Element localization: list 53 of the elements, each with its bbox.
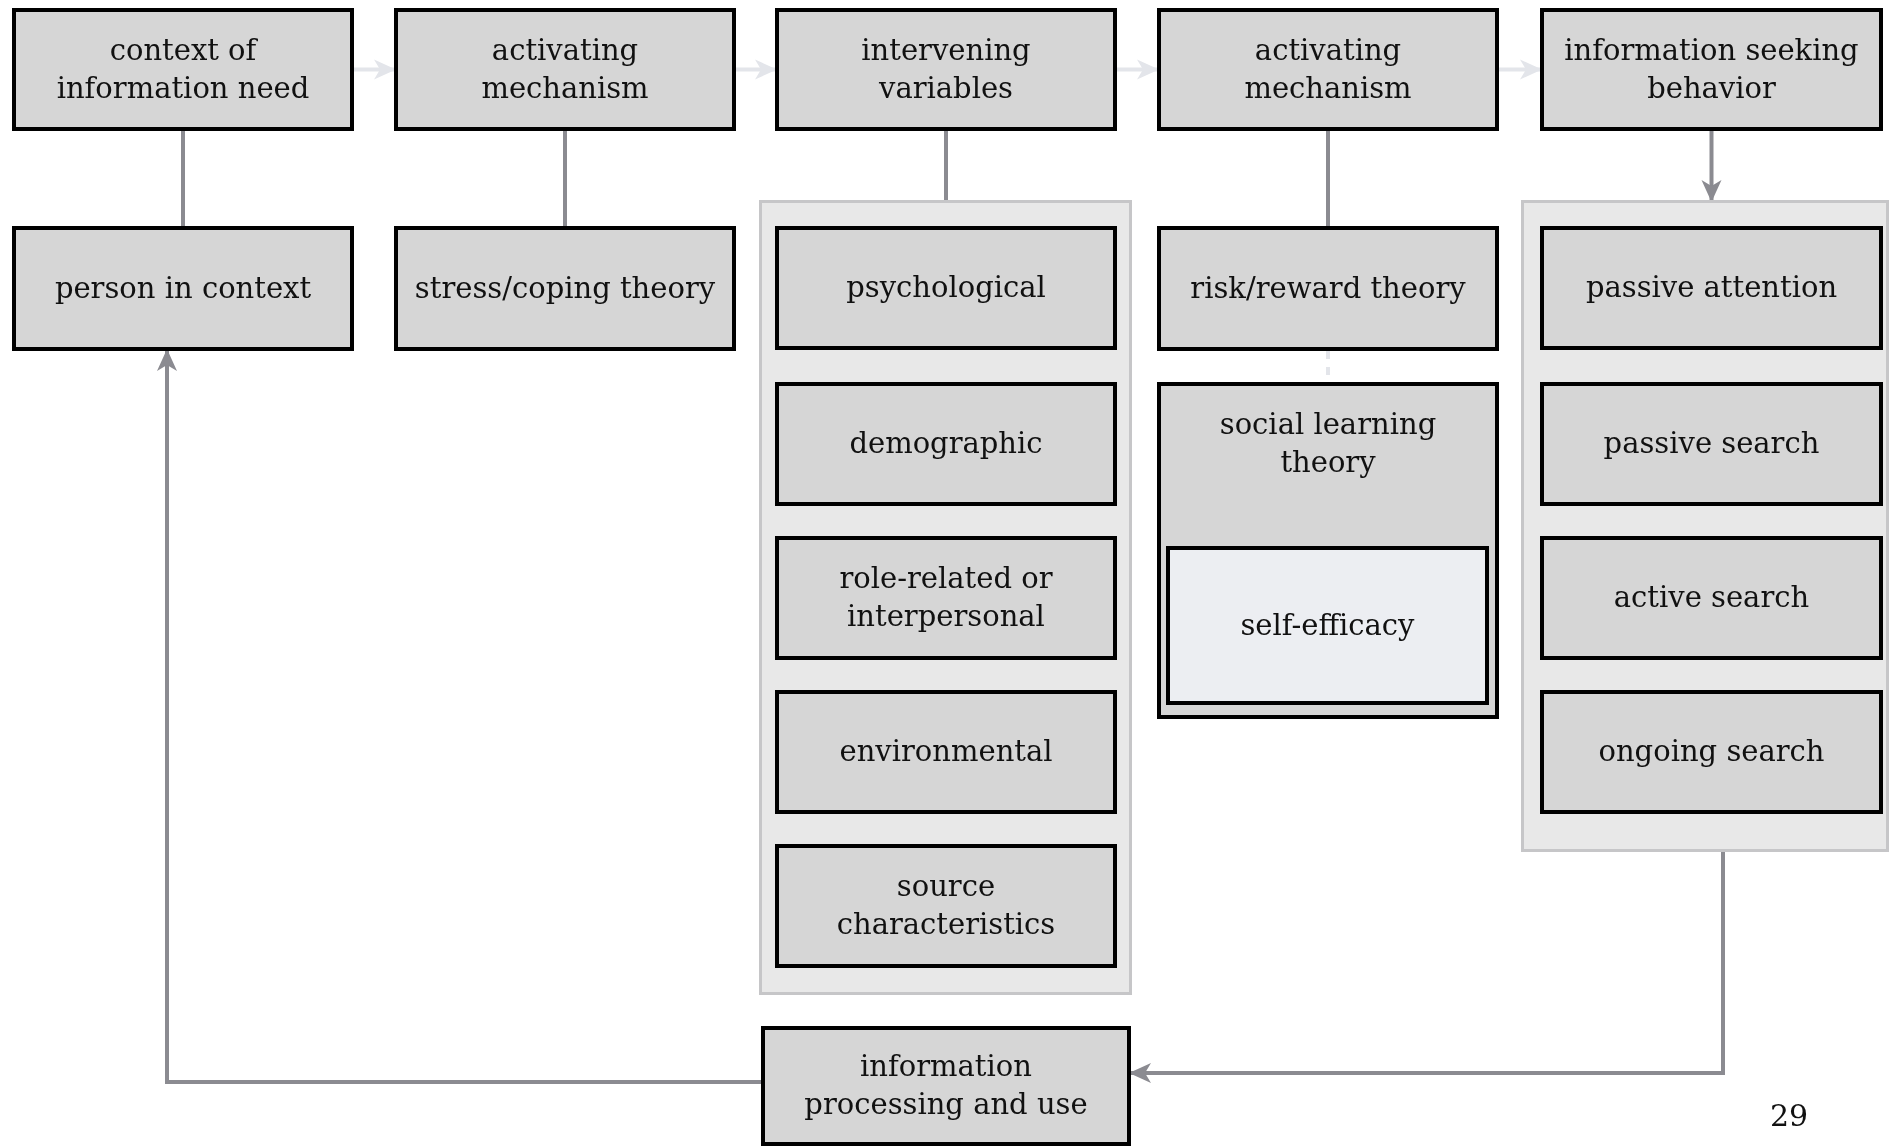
text-box (12, 8, 354, 131)
box-label: psychological (846, 269, 1046, 307)
box-label: source characteristics (835, 868, 1057, 943)
box-label: social learning theory (1218, 406, 1438, 481)
box-label: context of information need (55, 31, 311, 107)
box-label: activating mechanism (1243, 31, 1413, 107)
box-label: activating mechanism (480, 31, 650, 107)
text-box (775, 8, 1117, 131)
text-box (775, 690, 1117, 814)
box-label: stress/coping theory (414, 269, 716, 307)
text-box (775, 226, 1117, 350)
text-box (1540, 226, 1883, 350)
box-label: role-related or interpersonal (838, 560, 1054, 635)
text-box (1540, 536, 1883, 660)
text-box (775, 382, 1117, 506)
text-box (12, 226, 354, 351)
text-box (1540, 690, 1883, 814)
text-box (775, 536, 1117, 660)
text-box (1157, 8, 1499, 131)
connector (181, 131, 185, 226)
text-box (394, 8, 736, 131)
connector (736, 59, 777, 80)
connector (354, 59, 396, 80)
text-box (1157, 382, 1499, 719)
page-number: 29 (1770, 1097, 1809, 1135)
box-label: active search (1613, 579, 1810, 617)
text-box (761, 1026, 1131, 1146)
text-box (1540, 8, 1883, 131)
connector (1701, 131, 1722, 202)
box-label: intervening variables (860, 31, 1032, 107)
box-label: environmental (839, 733, 1053, 771)
box-label: passive attention (1585, 269, 1838, 307)
text-box (775, 844, 1117, 968)
box-label: demographic (849, 425, 1043, 463)
box-label: ongoing search (1598, 733, 1825, 771)
box-label: self-efficacy (1240, 606, 1415, 644)
connector (944, 131, 948, 200)
text-box (394, 226, 736, 351)
connector (1117, 59, 1159, 80)
connector (157, 349, 761, 1084)
connector (1499, 59, 1542, 80)
box-label: information seeking behavior (1563, 31, 1860, 107)
text-box (1540, 382, 1883, 506)
group-panel (1521, 200, 1889, 852)
box-label: passive search (1603, 425, 1820, 463)
connector (563, 131, 567, 226)
connector (1326, 131, 1330, 226)
box-label: risk/reward theory (1190, 269, 1466, 307)
text-box (1166, 546, 1489, 705)
text-box (1157, 226, 1499, 351)
box-label: person in context (54, 269, 312, 307)
box-label: information processing and use (803, 1048, 1089, 1123)
group-panel (759, 200, 1132, 995)
